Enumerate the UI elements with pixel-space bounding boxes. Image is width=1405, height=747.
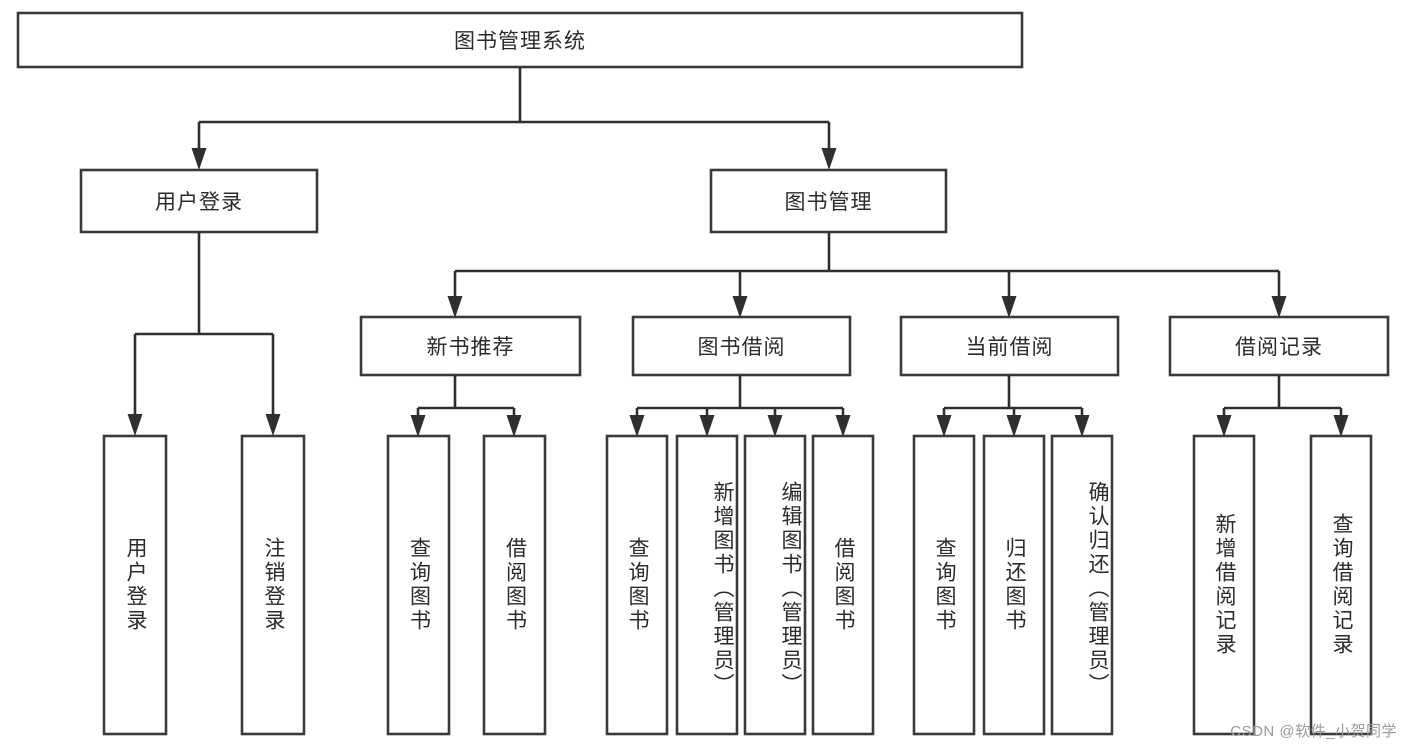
node-box-leaf-add-book[interactable] [675,434,739,736]
node-box-leaf-borrow-book-1[interactable] [482,434,547,736]
node-box-book-manage[interactable] [709,168,948,234]
node-box-root[interactable] [16,11,1024,69]
node-box-leaf-query-record[interactable] [1309,434,1373,736]
node-box-leaf-borrow-book-2[interactable] [811,434,875,736]
node-box-leaf-user-logout[interactable] [240,434,306,736]
connector-book-manage-to-level3 [447,232,1287,318]
node-box-leaf-return-book[interactable] [982,434,1046,736]
node-box-leaf-query-book-1[interactable] [386,434,451,736]
node-box-leaf-confirm-return[interactable] [1050,434,1114,736]
node-box-leaf-user-login[interactable] [102,434,168,736]
node-box-new-book-recommend[interactable] [359,315,582,377]
watermark-text: CSDN @软件_小贺同学 [1230,723,1397,740]
connector-current-borrow-to-leaves [936,375,1090,437]
node-box-current-borrow[interactable] [899,315,1120,377]
connector-borrow-record-to-leaves [1216,375,1349,437]
connector-root-to-level2 [191,67,837,170]
node-box-user-login[interactable] [79,168,319,234]
node-box-leaf-query-book-2[interactable] [605,434,669,736]
node-box-book-borrow[interactable] [631,315,852,377]
connector-book-borrow-to-leaves [629,375,851,437]
node-box-leaf-edit-book[interactable] [743,434,807,736]
node-box-borrow-record[interactable] [1168,315,1390,377]
connector-new-book-recommend-to-leaves [410,375,522,437]
node-box-leaf-query-book-3[interactable] [912,434,976,736]
node-box-leaf-add-record[interactable] [1192,434,1256,736]
connector-user-login-to-leaves [127,232,281,436]
